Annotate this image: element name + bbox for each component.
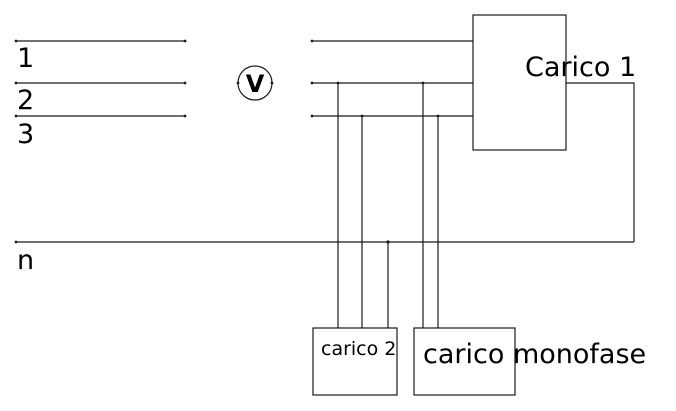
carico-2-phase-3-junction [360, 114, 364, 118]
phase-2-label: 2 [17, 85, 34, 116]
left-phase-lines [14, 39, 187, 118]
carico-1-label: Carico 1 [525, 52, 636, 83]
phase-1-right-terminal [310, 39, 314, 43]
neutral-line [14, 240, 634, 244]
voltmeter-terminal-left [236, 81, 240, 85]
phase-2-mid-terminal [183, 81, 187, 85]
right-phase-lines [310, 39, 473, 118]
phase-3-left-terminal [14, 114, 18, 118]
carico-monofase-phase-2-junction [421, 81, 425, 85]
carico-monofase-feeders [421, 81, 440, 328]
phase-1-left-terminal [14, 39, 18, 43]
carico-2-box [312, 327, 398, 396]
phase-3-right-terminal [310, 114, 314, 118]
carico-2-feeders [336, 81, 390, 328]
carico-monofase-label: carico monofase [423, 339, 646, 370]
phase-3-mid-terminal [183, 114, 187, 118]
voltmeter-label: V [246, 70, 265, 98]
carico-2-neutral-junction [386, 240, 390, 244]
phase-2-left-terminal [14, 81, 18, 85]
carico-1-box [472, 14, 567, 151]
phase-1-mid-terminal [183, 39, 187, 43]
carico-2-label: carico 2 [321, 338, 396, 360]
voltmeter: V [236, 65, 274, 101]
phase-1-label: 1 [17, 43, 34, 74]
neutral-left-terminal [14, 240, 18, 244]
neutral-label: n [17, 245, 34, 276]
phase-2-right-terminal [310, 81, 314, 85]
carico-1-neutral-return-wire [566, 82, 635, 242]
carico-2-phase-2-junction [336, 81, 340, 85]
voltmeter-terminal-right [270, 81, 274, 85]
phase-3-label: 3 [17, 119, 34, 150]
carico-monofase-phase-3-junction [436, 114, 440, 118]
carico-monofase-box [413, 327, 516, 396]
